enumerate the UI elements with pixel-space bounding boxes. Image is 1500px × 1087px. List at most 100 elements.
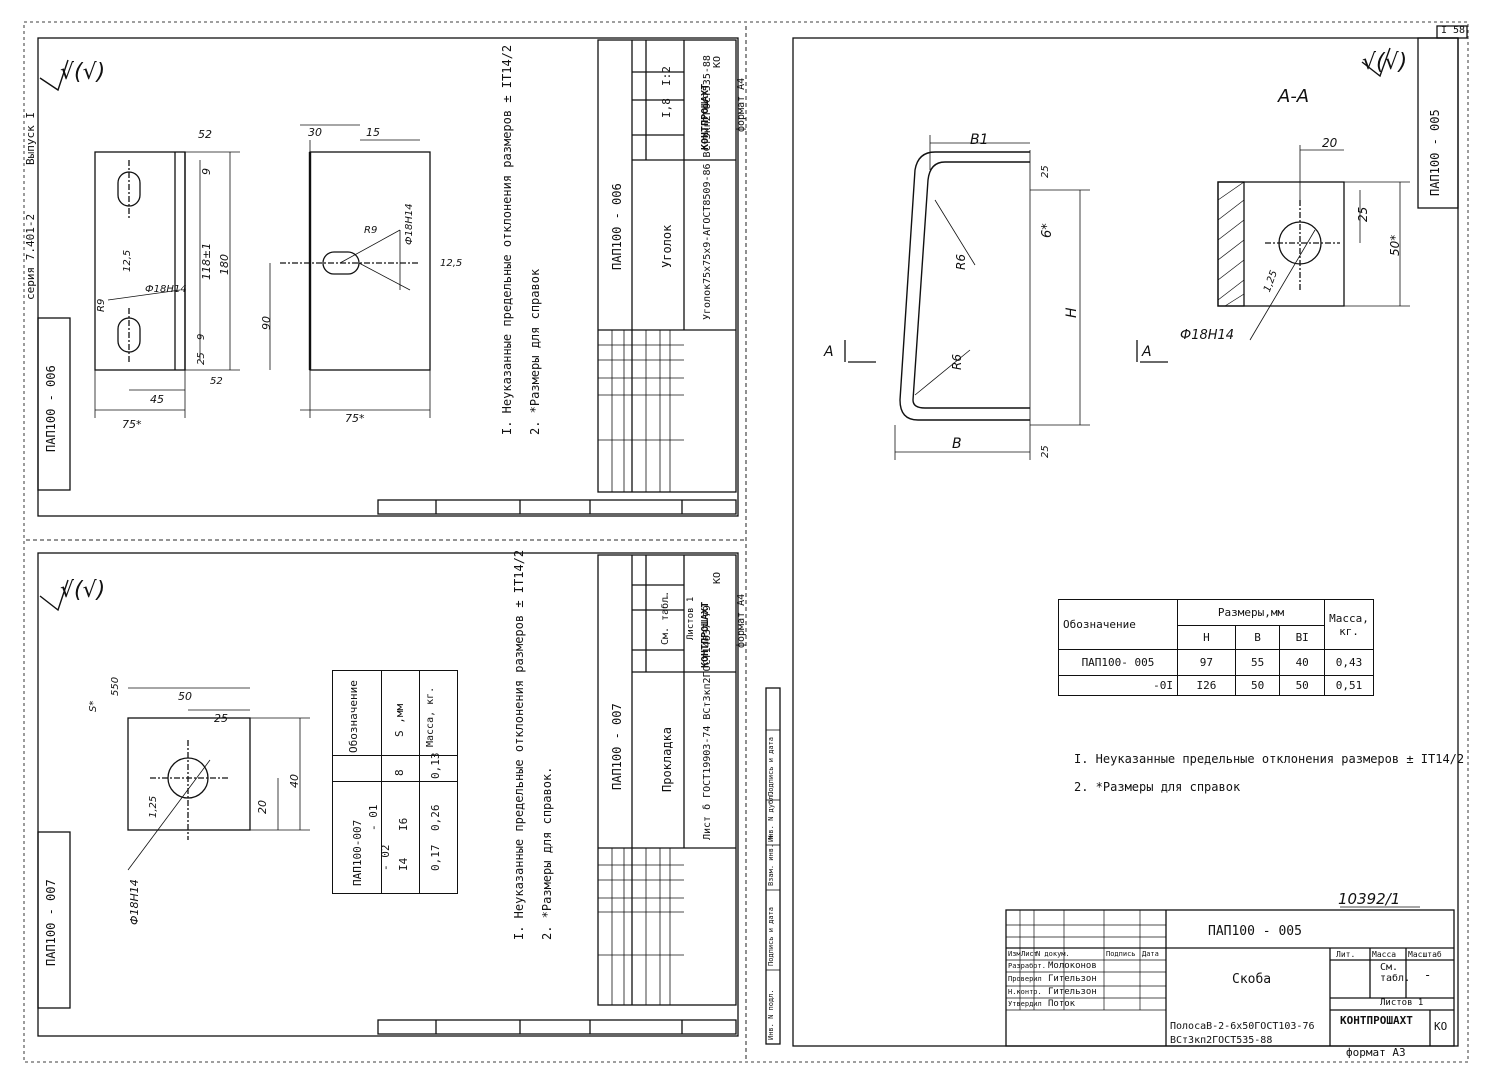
size-table-col-h: Н (1177, 625, 1236, 650)
title-scale-bottom-left: - (660, 593, 673, 600)
ko-bottom-left: КО (712, 571, 723, 584)
dim-25: 25 (196, 352, 207, 365)
dim-20-section: 20 (1322, 136, 1338, 150)
title-sheets-bottom-left: Листов 1 (686, 596, 696, 640)
size-table-header-mass: Масса, кг. (1324, 599, 1374, 650)
side-code-bottom-left: ПАП100 - 007 (44, 879, 58, 966)
dim-90: 90 (260, 316, 273, 330)
person-developer: Молоконов (1048, 961, 1097, 971)
title-name-top-left: Уголок (660, 224, 674, 268)
note-1-right: I. Неуказанные предельные отклонения раз… (1074, 752, 1465, 766)
roughness-mark-top-left: √(√) (60, 60, 106, 85)
note-2-top-left: 2. *Размеры для справок (528, 268, 542, 435)
margin-sign-date-1: Подпись и дата (767, 906, 775, 966)
size-table-row-0-mass: 0,43 (1324, 649, 1374, 676)
dim-50-section: 50* (1388, 234, 1402, 256)
issue-label: Выпуск I (24, 112, 37, 165)
header-col-doc: N докум. (1036, 950, 1070, 958)
series-label: серия 7.401-2 (24, 213, 37, 300)
dim-75-a: 75* (122, 418, 142, 431)
title-material-right: ПолосаВ-2-6х50ГОСТ103-76 ВСт3кп2ГОСТ535-… (1170, 1021, 1315, 1046)
table-cell-s-2: I4 (397, 857, 410, 871)
note-1-top-left: I. Неуказанные предельные отклонения раз… (500, 44, 514, 435)
table-header-s: S ,мм (393, 703, 406, 737)
dim-hole-section: Ф18Н14 (1180, 328, 1235, 343)
header-col-date: Дата (1142, 950, 1159, 958)
person-approver: Поток (1048, 999, 1076, 1009)
side-code-right: ПАП100 - 005 (1428, 109, 1442, 196)
section-label: А-А (1278, 86, 1310, 107)
lit-col-lit: Лит. (1336, 950, 1356, 959)
table-cell-s-0: 8 (393, 769, 406, 776)
size-table-row-0-b1: 40 (1279, 649, 1325, 676)
table-header-designation: Обозначение (347, 680, 360, 753)
size-table-row-1-designation: -0I (1058, 675, 1178, 696)
table-cell-designation-0: ПАП100-007 (351, 819, 364, 886)
dim-r6-top: R6 (954, 254, 968, 270)
table-header-mass: Масса, кг. (425, 686, 436, 747)
title-mass-top-left: I,8 (660, 98, 673, 118)
size-table-header-designation: Обозначение (1058, 599, 1178, 650)
lit-col-mass: Масса (1372, 950, 1397, 959)
dim-r6-bot: R6 (950, 354, 964, 370)
dim-50: 50 (178, 690, 192, 703)
margin-sign-date-2: Подпись и дата (767, 736, 775, 796)
title-name-bottom-left: Прокладка (660, 726, 674, 792)
title-scale-right: - (1424, 968, 1432, 982)
header-col-sign: Подпись (1106, 950, 1136, 958)
lit-col-scale: Масштаб (1408, 950, 1442, 959)
role-developer: Разработ. (1008, 962, 1046, 970)
size-table-row-0-designation: ПАП100- 005 (1058, 649, 1178, 676)
cut-mark-left: А (824, 344, 834, 360)
dim-15: 15 (366, 126, 380, 139)
table-cell-mass-2: 0,17 (429, 844, 442, 872)
dim-9-bot: 9 (196, 333, 207, 340)
format-bottom-left: формат А4 (736, 593, 747, 648)
dim-s: S* (88, 700, 99, 712)
org-logo-bottom-left: КОНТПРОШАХТ (700, 601, 711, 668)
archive-stamp-number: 10392/1 (1338, 890, 1401, 908)
margin-replace-inv: Взам. инв. N (767, 835, 775, 886)
dim-45: 45 (150, 393, 164, 406)
dim-180: 180 (218, 254, 231, 275)
dim-hole-a: Ф18Н14 (145, 284, 187, 295)
cut-mark-right: А (1142, 344, 1152, 360)
format-right: формат А3 (1346, 1046, 1406, 1059)
dim-52-top: 52 (198, 128, 212, 141)
dim-118: 118±1 (200, 242, 213, 280)
role-approver: Утвердил (1008, 1000, 1042, 1008)
dim-550: 550 (110, 676, 121, 696)
margin-inv-orig: Инв. N подл. (767, 989, 775, 1040)
side-code-top-left: ПАП100 - 006 (44, 365, 58, 452)
title-mass-right: См. табл. (1380, 962, 1411, 984)
dim-h: Н (1064, 307, 1080, 318)
role-checker: Проверил (1008, 975, 1042, 983)
sheet-number: I 58 (1441, 25, 1466, 36)
header-col-list: Лист (1021, 950, 1038, 958)
size-table-col-b: В (1234, 625, 1281, 650)
dim-6: 6* (1040, 223, 1055, 238)
title-sheets-right: Листов 1 (1380, 998, 1424, 1008)
format-top-left: формат А4 (736, 77, 747, 132)
size-table-header-sizes: Размеры,мм (1177, 599, 1325, 626)
table-cell-s-1: I6 (397, 817, 410, 831)
roughness-mark-right: √(√) (1362, 50, 1408, 75)
title-name-right: Скоба (1232, 972, 1272, 987)
header-col-izm: Изм (1008, 950, 1021, 958)
note-2-bottom-left: 2. *Размеры для справок. (540, 766, 554, 940)
dim-r9-a: R9 (96, 298, 107, 312)
size-table-row-1-b: 50 (1234, 675, 1281, 696)
org-logo-right: КОНТПРОШАХТ (1340, 1014, 1413, 1027)
dim-52-bot: 52 (210, 376, 223, 387)
person-norm-control: Гительзон (1048, 987, 1097, 997)
person-checker: Гительзон (1048, 974, 1097, 984)
dim-12-5-b: 12,5 (440, 258, 463, 269)
table-cell-designation-1: - 01 (367, 804, 380, 832)
role-norm-control: Н.контр. (1008, 988, 1042, 996)
note-1-bottom-left: I. Неуказанные предельные отклонения раз… (512, 549, 526, 940)
dim-hole-c: Ф18Н14 (128, 879, 141, 925)
title-code-right: ПАП100 - 005 (1208, 924, 1302, 939)
table-cell-designation-2: - 02 (379, 844, 392, 872)
dim-20: 20 (256, 800, 269, 814)
